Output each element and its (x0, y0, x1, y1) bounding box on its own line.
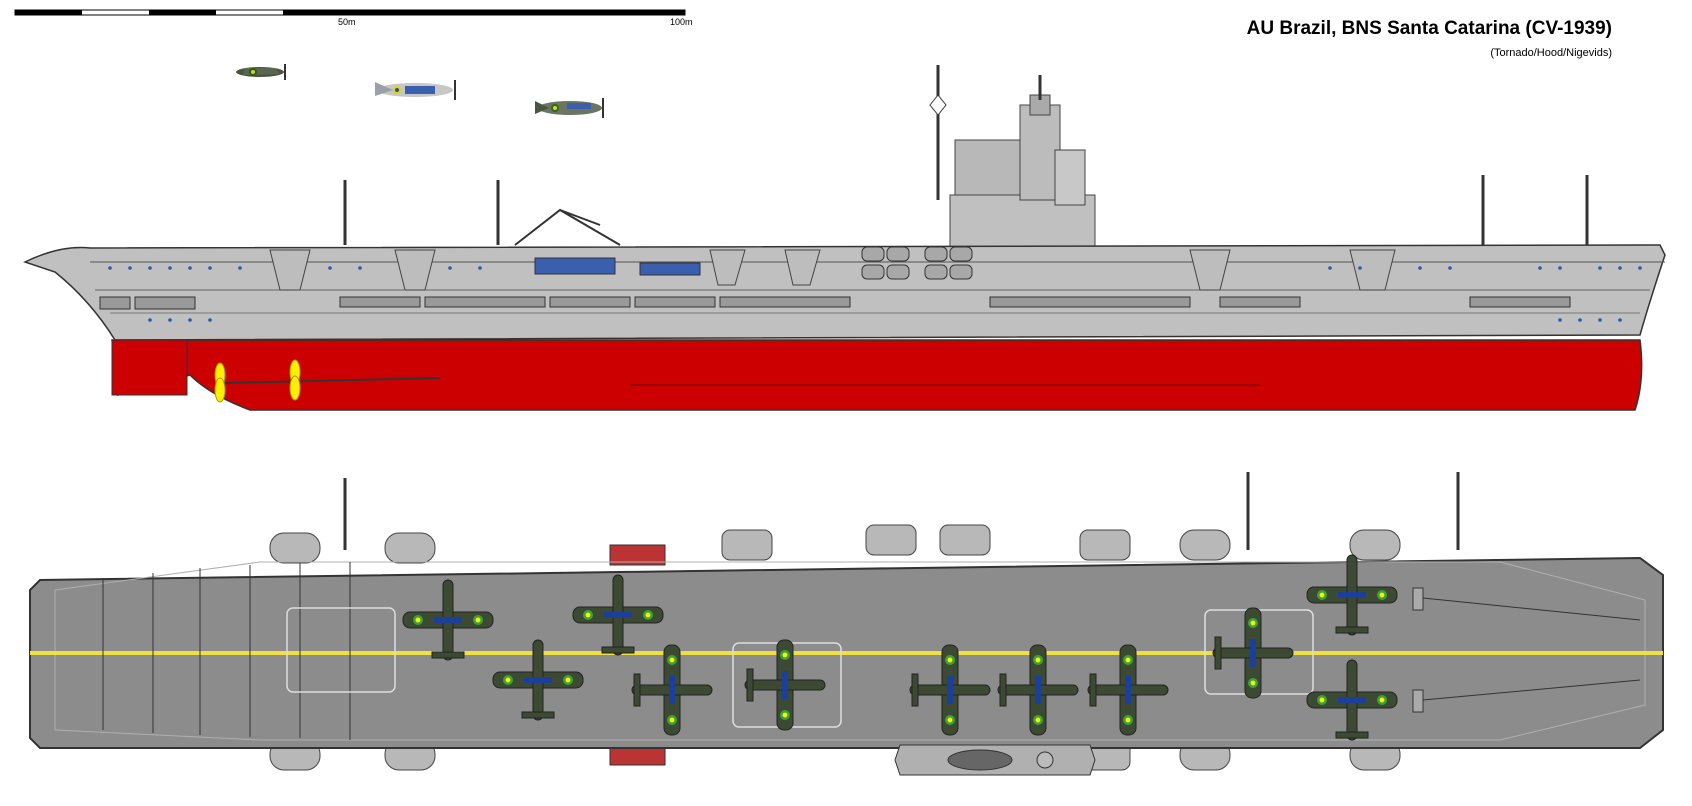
aircraft-icon (1212, 607, 1294, 699)
upper-hull (23, 244, 1666, 341)
aircraft-icon (909, 644, 991, 736)
boat-1 (534, 257, 616, 275)
elevator-aft (286, 607, 396, 693)
aircraft-icon (997, 644, 1079, 736)
masts (343, 65, 1589, 245)
aircraft-icon (1087, 644, 1169, 736)
aircraft-icon (492, 639, 584, 721)
boat-2 (639, 262, 701, 276)
aircraft-icon (631, 644, 713, 736)
credits-text: (Tornado/Hood/Nigevids) (1490, 47, 1612, 59)
propeller-shaft (224, 377, 441, 384)
side-profile (23, 65, 1666, 411)
funnel-top (947, 749, 1013, 771)
flying-aircraft-1 (236, 64, 286, 80)
lower-hull-red (111, 339, 1643, 411)
aircraft-icon (572, 574, 664, 656)
top-boat-1 (609, 544, 666, 566)
aircraft-icon (1306, 659, 1398, 741)
flying-aircraft-2 (375, 80, 456, 100)
hull-windows (99, 296, 1571, 310)
parked-aircraft-group (402, 554, 1398, 741)
portholes (108, 266, 1642, 322)
scale-end-label: 100m (670, 17, 693, 27)
rudder (111, 339, 188, 396)
aircraft-icon (744, 639, 826, 731)
scale-bar: 50m 100m (14, 9, 693, 27)
crane (514, 208, 621, 246)
top-view (29, 472, 1664, 776)
island-superstructure (929, 75, 1096, 256)
aircraft-icon (402, 579, 494, 661)
life-rafts (861, 246, 973, 280)
arrester-wires (102, 562, 351, 740)
propeller-icon (214, 359, 301, 403)
catapults (1412, 587, 1641, 713)
gun-sponsons (269, 249, 1396, 291)
aircraft-icon (1306, 554, 1398, 636)
scale-mid-label: 50m (338, 17, 356, 27)
flying-aircraft-3 (535, 98, 604, 118)
page-title: AU Brazil, BNS Santa Catarina (CV-1939) (1246, 18, 1612, 39)
